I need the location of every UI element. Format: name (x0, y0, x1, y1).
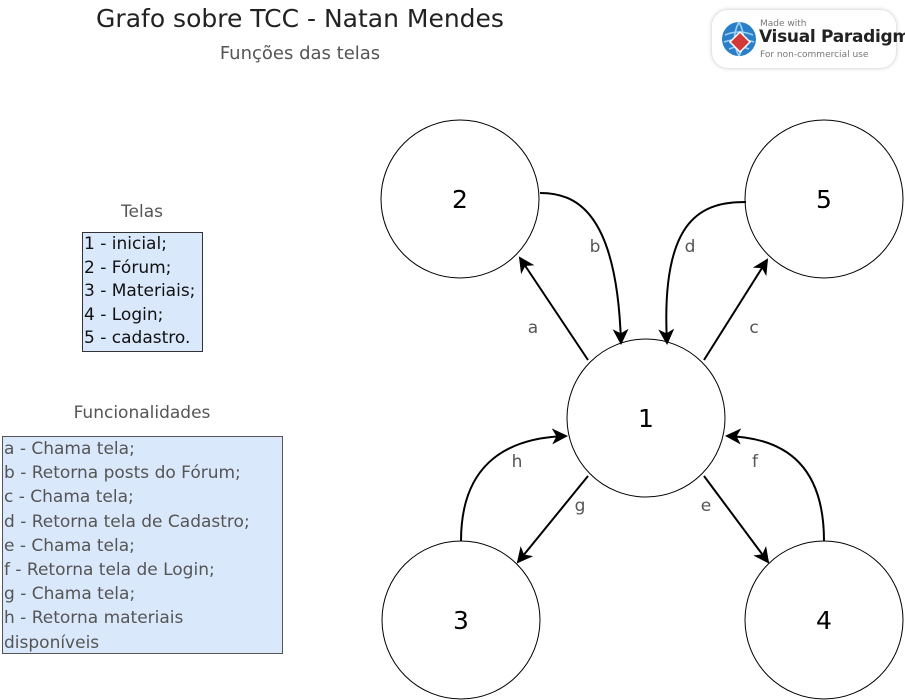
telas-item: 1 - inicial; (84, 234, 167, 254)
funcionalidades-item: g - Chama tela; (4, 584, 136, 605)
edge-a-arrow (518, 256, 589, 361)
node-label: 1 (638, 404, 654, 433)
funcionalidades-item: e - Chama tela; (4, 535, 135, 556)
funcionalidades-item: f - Retorna tela de Login; (4, 560, 215, 581)
telas-heading: Telas (121, 202, 163, 222)
node-label: 4 (816, 606, 832, 635)
funcionalidades-list: a - Chama tela; b - Retorna posts do Fór… (2, 436, 283, 654)
edge-label-f: f (752, 452, 759, 472)
edge-label-b: b (590, 237, 601, 257)
telas-item: 2 - Fórum; (84, 257, 172, 278)
edge-c-arrow (703, 258, 769, 361)
edge-label-h: h (512, 452, 523, 472)
telas-item: 5 - cadastro. (84, 328, 191, 349)
node-label: 5 (816, 185, 832, 214)
edge-label-a: a (528, 318, 538, 338)
edge-e-arrow (703, 475, 770, 564)
edge-f-arrow (725, 428, 825, 542)
edge-g-arrow (516, 475, 589, 564)
telas-item: 3 - Materiais; (84, 281, 196, 302)
edge-h-arrow (460, 428, 568, 542)
node-label: 2 (452, 185, 468, 214)
telas-item: 4 - Login; (84, 304, 164, 325)
funcionalidades-item: a - Chama tela; (4, 439, 135, 459)
edge-label-e: e (701, 496, 711, 516)
visual-paradigm-logo-icon (722, 21, 756, 57)
watermark-made-with: Made with (760, 19, 807, 29)
diagram-title: Grafo sobre TCC - Natan Mendes (96, 4, 504, 33)
graph-node-3: 3 (381, 540, 541, 700)
graph-node-5: 5 (744, 119, 904, 279)
graph-node-4: 4 (744, 540, 904, 700)
funcionalidades-item: h - Retorna materiais disponíveis (4, 608, 184, 653)
visual-paradigm-watermark: Made with Visual Paradigm For non-commer… (712, 10, 905, 68)
edge-b-arrow (539, 192, 629, 345)
edge-d-arrow (658, 201, 747, 345)
funcionalidades-item: c - Chama tela; (4, 487, 134, 508)
funcionalidades-item: d - Retorna tela de Cadastro; (4, 511, 250, 532)
edge-label-d: d (685, 237, 696, 257)
graph-node-1: 1 (566, 338, 726, 498)
watermark-brand: Visual Paradigm (759, 27, 905, 47)
funcionalidades-item: b - Retorna posts do Fórum; (4, 463, 241, 484)
watermark-note: For non-commercial use (760, 50, 869, 60)
edge-label-g: g (575, 496, 586, 516)
graph-node-2: 2 (380, 119, 540, 279)
edge-label-c: c (749, 318, 758, 338)
telas-list: 1 - inicial; 2 - Fórum; 3 - Materiais; 4… (82, 232, 203, 352)
funcionalidades-heading: Funcionalidades (73, 403, 211, 423)
node-label: 3 (453, 606, 469, 635)
diagram-subtitle: Funções das telas (219, 43, 381, 64)
